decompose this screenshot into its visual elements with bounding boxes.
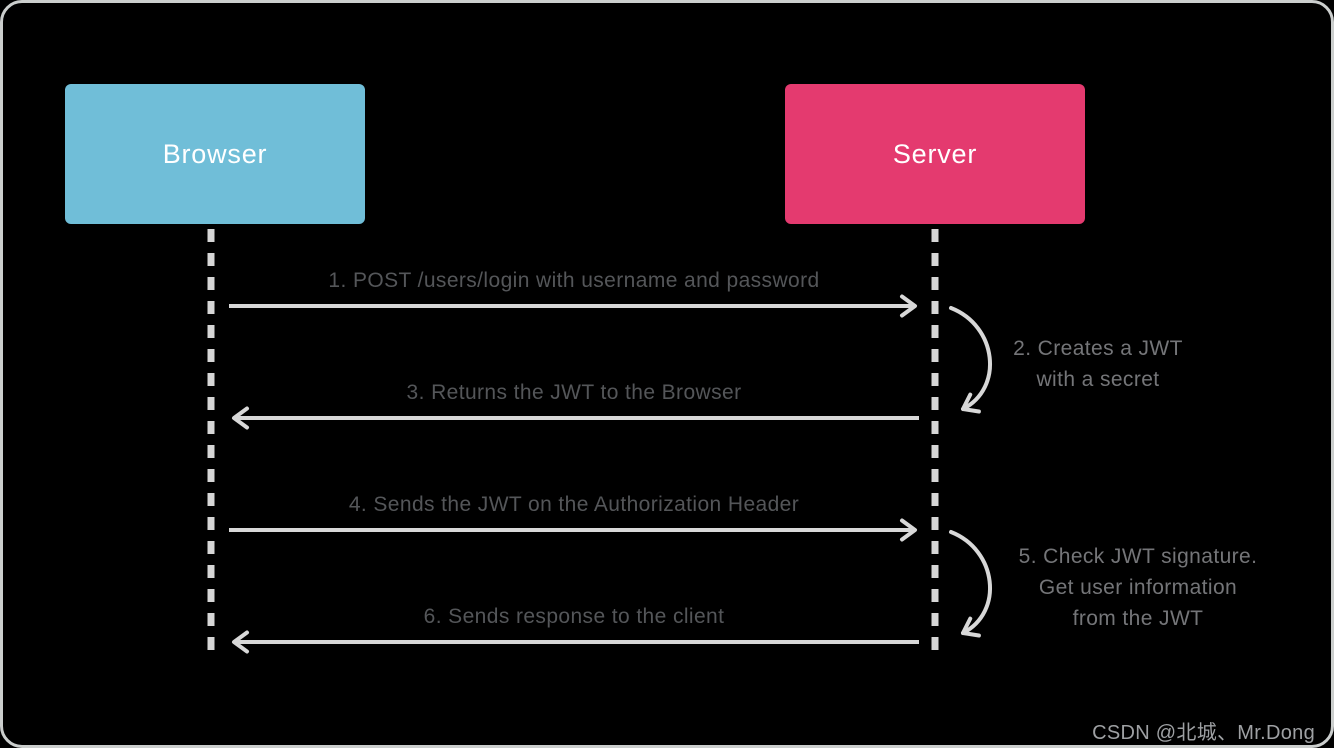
note-5-line-2: Get user information: [1038, 576, 1238, 599]
server-actor-label: Server: [892, 138, 978, 169]
message-label-6: 6. Sends response to the client: [423, 605, 725, 628]
server-actor-box: Server: [785, 84, 1085, 224]
browser-actor-label: Browser: [162, 138, 268, 169]
message-label-3: 3. Returns the JWT to the Browser: [406, 381, 742, 404]
note-2-line-1: 2. Creates a JWT: [1013, 337, 1183, 360]
self-loop-arrow-2: [949, 306, 992, 414]
sequence-lines-layer: [207, 229, 992, 654]
browser-actor-box: Browser: [65, 84, 365, 224]
csdn-watermark: CSDN @北城、Mr.Dong: [1092, 722, 1315, 744]
note-2-line-2: with a secret: [1036, 368, 1160, 391]
note-label-2: 2. Creates a JWT with a secret: [988, 333, 1208, 395]
self-loop-arrow-5: [949, 530, 992, 638]
note-5-line-3: from the JWT: [1072, 607, 1204, 630]
note-label-5: 5. Check JWT signature. Get user informa…: [1006, 541, 1270, 634]
message-label-4: 4. Sends the JWT on the Authorization He…: [348, 493, 800, 516]
note-5-line-1: 5. Check JWT signature.: [1018, 545, 1258, 568]
message-label-1: 1. POST /users/login with username and p…: [328, 269, 820, 292]
